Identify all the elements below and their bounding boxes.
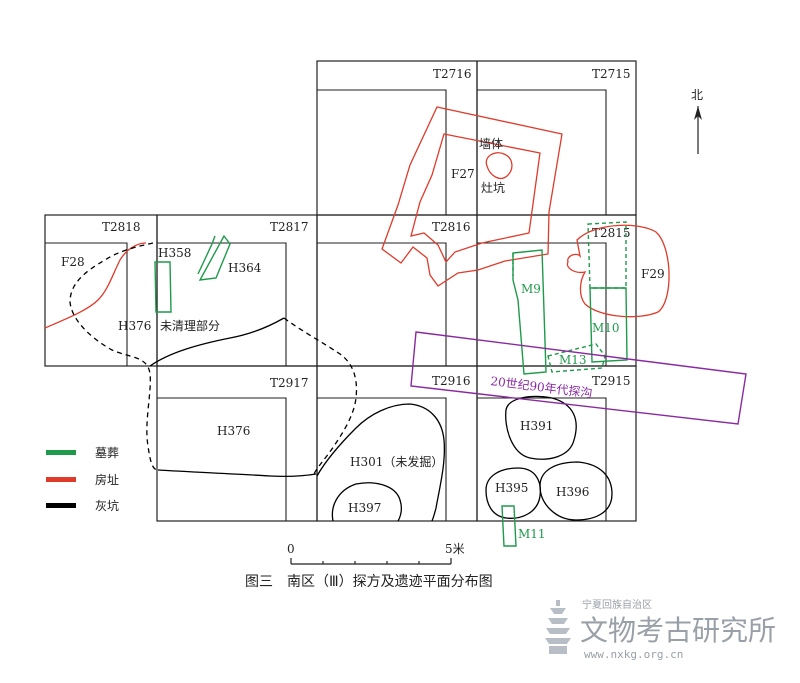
square-t2716 [316,60,478,216]
label-m10: M10 [592,321,620,335]
m13-outline [547,343,606,373]
f27-inner-outline [410,133,541,264]
scale-bar [290,558,452,565]
legend-swatch-house [46,477,76,482]
label-m9: M9 [521,282,541,296]
trench-90s-outline [410,331,747,425]
tomb-features [154,221,628,547]
label-m13: M13 [559,353,587,367]
baulk-lines [45,89,607,521]
m11-outline [501,505,517,547]
h376-dashed-right [283,317,358,475]
label-stove-pit: 灶坑 [481,180,505,195]
label-t2716: T2716 [433,67,472,81]
figure-caption: 图三 南区（Ⅲ）探方及遗迹平面分布图 [245,574,493,590]
h376-solid-boundary [157,469,317,478]
watermark-line1: 宁夏回族自治区 [582,598,652,611]
scale-end: 5米 [445,542,465,556]
m10-outline [589,287,628,363]
label-wall: 墙体 [479,137,503,151]
label-t2715: T2715 [592,67,631,81]
pit-features [69,242,613,522]
pagoda-logo [545,600,571,654]
legend-label-tomb: 墓葬 [95,446,119,460]
watermark-url: www.nxkg.org.cn [584,648,683,661]
label-h396: H396 [556,485,589,499]
excavation-grid [44,60,637,522]
label-t2915: T2915 [592,374,631,388]
square-t2816 [316,214,478,367]
watermark: 宁夏回族自治区 文物考古研究所 www.nxkg.org.cn [545,598,776,661]
square-t2817 [156,214,318,367]
f27-outer-outline [381,106,563,287]
label-m11: M11 [518,527,546,541]
label-h391: H391 [520,419,553,433]
label-h376-upper: H376 [118,319,151,333]
h397-outline [331,482,403,522]
h396-outline [539,461,613,521]
uncleared-boundary [149,317,285,367]
m10-dashed [587,221,627,289]
label-h397: H397 [348,501,381,515]
stove-pit-outline [485,152,513,180]
legend-swatch-tomb [46,450,76,455]
label-f29: F29 [641,267,665,281]
h376-dashed-boundary [69,242,159,471]
label-f28: F28 [61,255,85,269]
h364-outline [197,234,231,281]
label-h376-lower: H376 [217,424,250,438]
h395-outline [485,467,542,519]
h391-outline [505,395,577,460]
legend-label-pit: 灰坑 [95,498,119,513]
label-t2916: T2916 [432,374,471,388]
h358-outline [154,261,172,313]
label-h364: H364 [228,261,262,275]
label-t2816: T2816 [432,220,471,234]
label-t2818: T2818 [102,220,141,234]
legend: 墓葬 房址 灰坑 [46,446,119,513]
label-f27: F27 [451,167,475,181]
label-t2815: T2815 [592,226,631,240]
legend-swatch-pit [46,503,76,508]
scale-start: 0 [287,542,295,556]
m9-outline [512,249,547,375]
house-features [44,106,670,329]
label-t2817: T2817 [270,220,309,234]
north-label: 北 [691,88,703,102]
label-h358: H358 [158,246,191,260]
label-h395: H395 [495,481,528,495]
square-t2915 [476,365,637,522]
north-arrow-icon [694,106,702,120]
label-t2917: T2917 [270,376,309,390]
legend-label-house: 房址 [95,472,119,487]
label-uncleared: 未清理部分 [160,318,220,333]
square-t2818 [44,214,158,367]
label-h301: H301（未发掘） [350,454,443,469]
north-arrow: 北 [691,88,703,154]
h301-outline [316,403,446,522]
watermark-line2: 文物考古研究所 [580,614,776,647]
